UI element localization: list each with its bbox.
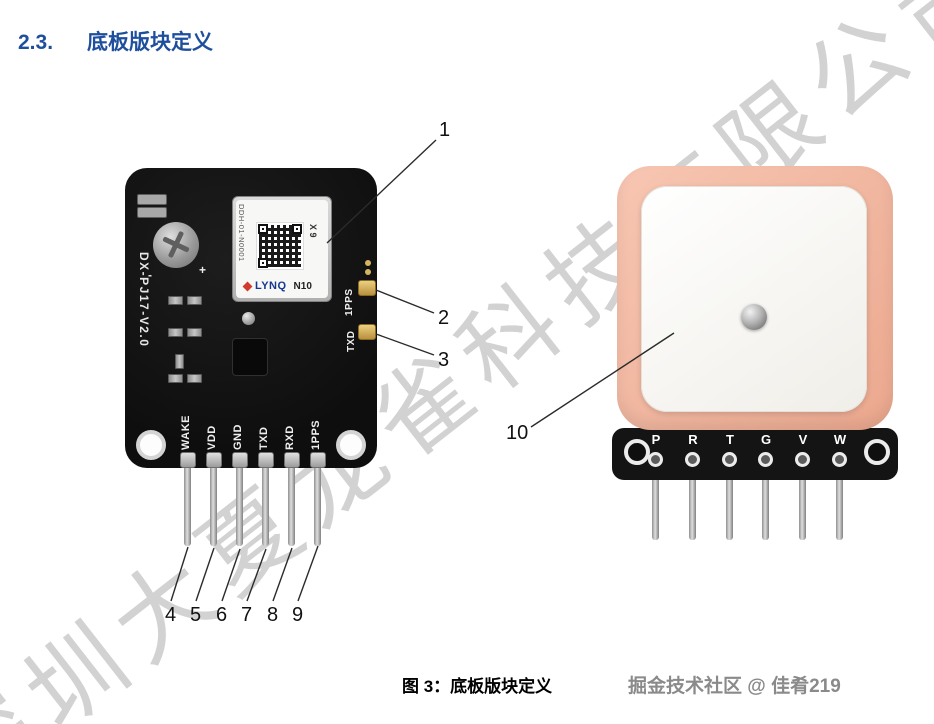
feed-pin bbox=[741, 304, 767, 330]
callout-6: 6 bbox=[216, 604, 228, 626]
chip-label: DDH-01-N0001 X 9 LYNQ N10 bbox=[236, 200, 328, 298]
trimmer-potentiometer bbox=[153, 222, 199, 268]
callout-7: 7 bbox=[241, 604, 253, 626]
callout-8: 8 bbox=[267, 604, 279, 626]
pin-leg bbox=[288, 466, 295, 546]
qr-finder bbox=[258, 224, 268, 234]
mounting-hole-left bbox=[136, 430, 166, 460]
figure-caption: 图 3：底板版块定义 bbox=[402, 677, 553, 696]
pin-label-wake: WAKE bbox=[180, 415, 192, 450]
callout-5: 5 bbox=[190, 604, 202, 626]
antenna-pin-label-g: G bbox=[760, 432, 772, 447]
callout-1: 1 bbox=[439, 119, 451, 141]
antenna-pad bbox=[832, 452, 847, 467]
rf-shield: DDH-01-N0001 X 9 LYNQ N10 bbox=[232, 196, 332, 302]
antenna-pad bbox=[648, 452, 663, 467]
community-credit: 掘金技术社区 @ 佳肴219 bbox=[628, 676, 841, 697]
pin-leg bbox=[184, 466, 191, 546]
chip-part: N10 bbox=[293, 280, 312, 292]
plus-mark: + bbox=[199, 263, 207, 277]
smd-component bbox=[187, 328, 202, 337]
gps-module-board: + - DX-PJ17-V2.0 DDH-01-N0001 X 9 LYNQ N… bbox=[125, 168, 377, 468]
antenna-pad bbox=[795, 452, 810, 467]
smd-component bbox=[187, 296, 202, 305]
pin-label-vdd: VDD bbox=[206, 425, 218, 450]
edge-pad-dot bbox=[365, 260, 371, 266]
callout-4: 4 bbox=[165, 604, 177, 626]
callout-10: 10 bbox=[506, 422, 529, 444]
pin-leg bbox=[314, 466, 321, 546]
pin-pad bbox=[206, 452, 222, 468]
mounting-hole-right bbox=[336, 430, 366, 460]
strip-mounting-hole-left bbox=[624, 439, 650, 465]
pin-label-1pps: 1PPS bbox=[310, 419, 322, 450]
section-heading: 2.3. 底板版块定义 bbox=[18, 26, 213, 56]
smd-component bbox=[175, 354, 184, 369]
side-pad-label-txd: TXD bbox=[346, 330, 357, 353]
antenna-pin-leg bbox=[652, 476, 659, 540]
antenna-pad bbox=[685, 452, 700, 467]
qr-finder bbox=[258, 258, 268, 268]
edge-pad-dot bbox=[365, 269, 371, 275]
side-pad-txd bbox=[358, 324, 376, 340]
pin-pad bbox=[180, 452, 196, 468]
pin-label-rxd: RXD bbox=[284, 425, 296, 450]
pin-pad bbox=[258, 452, 274, 468]
strip-mounting-hole-right bbox=[864, 439, 890, 465]
via-dot bbox=[242, 312, 255, 325]
qr-finder bbox=[292, 224, 302, 234]
pin-pad bbox=[284, 452, 300, 468]
smd-component bbox=[168, 374, 183, 383]
connector-mark bbox=[137, 194, 167, 205]
antenna-pin-label-r: R bbox=[688, 432, 698, 447]
ceramic-element bbox=[641, 186, 867, 412]
smd-component bbox=[168, 296, 183, 305]
antenna-pad bbox=[758, 452, 773, 467]
pin-label-gnd: GND bbox=[232, 424, 244, 450]
chip-code: X 9 bbox=[308, 224, 318, 238]
antenna-pad bbox=[722, 452, 737, 467]
callout-9: 9 bbox=[292, 604, 304, 626]
qr-code bbox=[256, 222, 304, 270]
antenna-pin-leg bbox=[689, 476, 696, 540]
antenna-pin-label-t: T bbox=[726, 432, 734, 447]
antenna-pin-leg bbox=[836, 476, 843, 540]
callout-3: 3 bbox=[438, 349, 450, 371]
smd-component bbox=[187, 374, 202, 383]
smd-component bbox=[168, 328, 183, 337]
chip-brand-row: LYNQ N10 bbox=[242, 280, 312, 292]
antenna-pin-label-p: P bbox=[651, 432, 661, 447]
section-title: 底板版块定义 bbox=[87, 31, 214, 54]
connector-mark bbox=[137, 207, 167, 218]
antenna-pin-leg bbox=[799, 476, 806, 540]
side-pad-1pps bbox=[358, 280, 376, 296]
board-model-label: DX-PJ17-V2.0 bbox=[137, 252, 151, 348]
antenna-pin-leg bbox=[762, 476, 769, 540]
antenna-pin-label-w: W bbox=[833, 432, 847, 447]
antenna-patch bbox=[617, 166, 893, 430]
pin-leg bbox=[236, 466, 243, 546]
lynq-diamond-icon bbox=[242, 281, 253, 291]
minus-mark: - bbox=[148, 268, 152, 282]
antenna-pcb-strip: P R T G V W bbox=[612, 428, 898, 480]
antenna-pin-leg bbox=[726, 476, 733, 540]
pin-pad bbox=[310, 452, 326, 468]
side-pad-label-1pps: 1PPS bbox=[344, 288, 355, 316]
pin-leg bbox=[262, 466, 269, 546]
section-number: 2.3. bbox=[18, 31, 54, 54]
chip-serial: DDH-01-N0001 bbox=[237, 204, 246, 262]
chip-brand: LYNQ bbox=[255, 280, 287, 292]
pin-pad bbox=[232, 452, 248, 468]
pin-leg bbox=[210, 466, 217, 546]
ic-chip bbox=[232, 338, 268, 376]
antenna-pin-label-v: V bbox=[798, 432, 808, 447]
pin-label-txd: TXD bbox=[258, 426, 270, 451]
callout-2: 2 bbox=[438, 307, 450, 329]
